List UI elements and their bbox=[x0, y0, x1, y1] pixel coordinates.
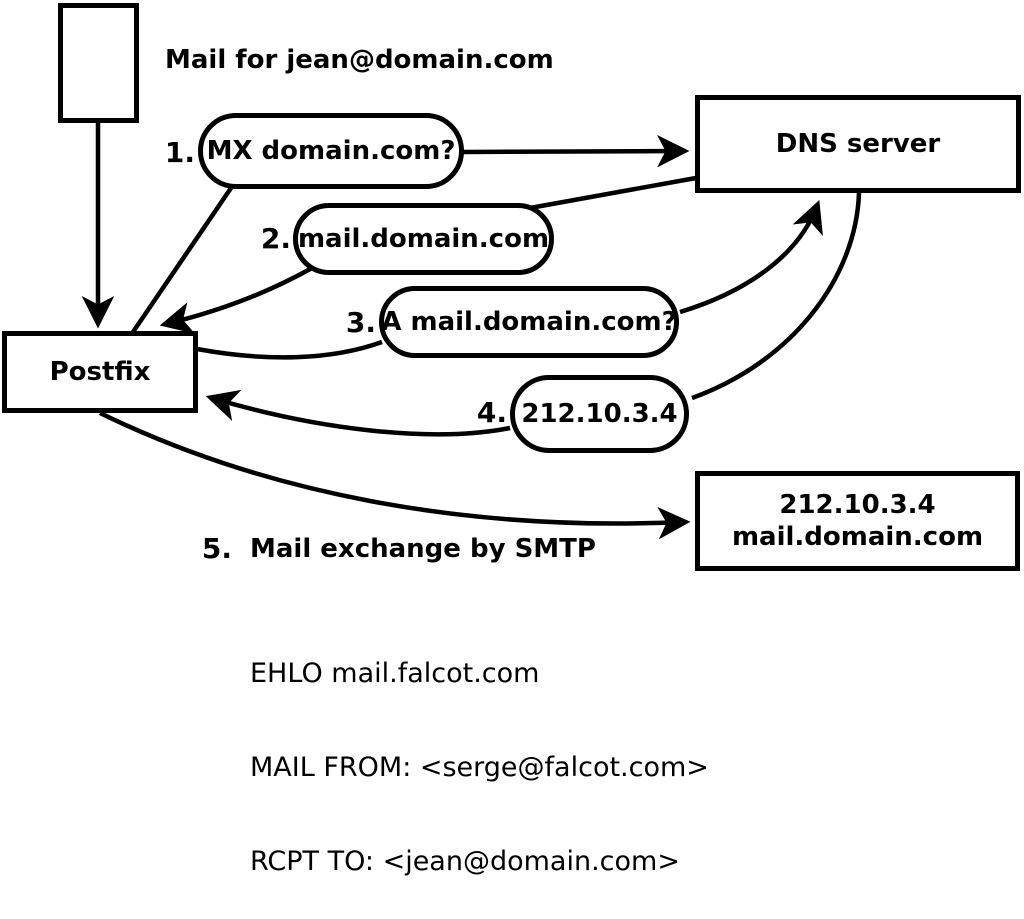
smtp-line: RCPT TO: <jean@domain.com> bbox=[250, 846, 680, 877]
postfix-label: Postfix bbox=[49, 356, 151, 387]
dns-server-box: DNS server bbox=[695, 95, 1021, 193]
arrow-query3-to-dns bbox=[679, 199, 823, 315]
query-mx-label: MX domain.com? bbox=[206, 136, 456, 166]
reply-mx-label: mail.domain.com bbox=[297, 224, 550, 254]
step-1-number: 1. bbox=[164, 136, 195, 169]
connector-postfix-to-query3 bbox=[196, 339, 383, 360]
smtp-exchange-label: Mail exchange by SMTP bbox=[250, 534, 596, 564]
reply-mx-pill: mail.domain.com bbox=[293, 203, 554, 275]
query-a-pill: A mail.domain.com? bbox=[379, 286, 679, 358]
smtp-line: EHLO mail.falcot.com bbox=[250, 658, 540, 689]
query-a-label: A mail.domain.com? bbox=[381, 307, 677, 337]
smtp-session-block: EHLO mail.falcot.com MAIL FROM: <serge@f… bbox=[250, 596, 709, 919]
dns-server-label: DNS server bbox=[775, 128, 941, 159]
mailserver-box: 212.10.3.4 mail.domain.com bbox=[695, 471, 1020, 571]
connector-dns-to-reply4 bbox=[691, 192, 862, 401]
arrow-postfix-to-mailserver bbox=[99, 410, 691, 540]
mailserver-host-label: mail.domain.com bbox=[731, 522, 984, 552]
smtp-line: MAIL FROM: <serge@falcot.com> bbox=[250, 752, 709, 783]
connector-postfix-to-query1 bbox=[131, 186, 233, 334]
reply-a-pill: 212.10.3.4 bbox=[510, 375, 689, 453]
mail-note-label: Mail for jean@domain.com bbox=[165, 45, 554, 75]
connector-dns-to-reply2 bbox=[529, 175, 697, 211]
envelope-box bbox=[58, 3, 139, 123]
step-4-number: 4. bbox=[476, 396, 507, 429]
step-3-number: 3. bbox=[345, 306, 376, 339]
step-5-number: 5. bbox=[201, 532, 232, 565]
arrow-reply4-to-postfix bbox=[205, 389, 511, 437]
reply-a-label: 212.10.3.4 bbox=[521, 399, 678, 429]
arrow-query1-to-dns bbox=[461, 134, 690, 168]
query-mx-pill: MX domain.com? bbox=[198, 113, 464, 189]
arrow-reply2-to-postfix bbox=[159, 266, 314, 334]
step-2-number: 2. bbox=[260, 222, 291, 255]
mailserver-ip-label: 212.10.3.4 bbox=[779, 490, 936, 520]
postfix-box: Postfix bbox=[2, 331, 198, 413]
